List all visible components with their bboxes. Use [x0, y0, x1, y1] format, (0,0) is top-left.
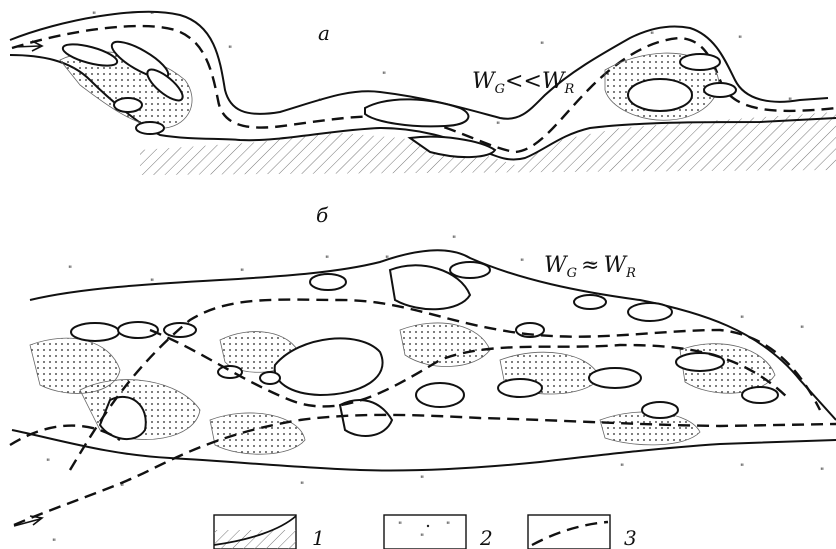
svg-text:": " [740, 315, 744, 325]
svg-text:": " [446, 521, 450, 531]
svg-text:": " [650, 31, 654, 41]
channel-dash-icon [532, 522, 608, 545]
panel-b-island-18 [340, 400, 392, 436]
panel-a-island-center [365, 99, 468, 126]
legend-item-3: 3 [528, 515, 637, 549]
panel-a-island-6 [628, 79, 692, 111]
panel-b-island-13 [498, 379, 542, 397]
panel-a-label: а [318, 21, 330, 45]
svg-text:": " [228, 45, 232, 55]
svg-text:": " [740, 463, 744, 473]
svg-text:": " [318, 98, 322, 108]
svg-text:": " [452, 235, 456, 245]
svg-text:": " [590, 261, 594, 271]
panel-a-island-5 [136, 122, 164, 134]
svg-text:": " [420, 533, 424, 543]
svg-text:": " [300, 481, 304, 491]
panel-b-island-20 [260, 372, 280, 384]
svg-text:": " [520, 258, 524, 268]
legend-number-3: 3 [624, 526, 637, 549]
svg-text:": " [540, 41, 544, 51]
svg-text:": " [420, 475, 424, 485]
panel-b-sand-5 [400, 323, 490, 367]
panel-b-island-14 [416, 383, 464, 407]
svg-text:": " [788, 97, 792, 107]
panel-b-label: б [316, 203, 329, 227]
panel-b-island-1 [71, 323, 119, 341]
svg-text:": " [385, 255, 389, 265]
panel-b-island-4 [310, 274, 346, 290]
panel-b-flow-arrow-icon [14, 516, 42, 526]
svg-text:": " [120, 483, 124, 493]
panel-a-island-8 [704, 83, 736, 97]
svg-text:": " [46, 458, 50, 468]
svg-text:": " [325, 255, 329, 265]
legend-item-2: " " " 2 [384, 515, 493, 549]
panel-b-island-8 [574, 295, 606, 309]
panel-a-island-4 [114, 98, 142, 112]
panel-b: б WG≈WR [10, 203, 836, 548]
panel-b-island-15 [642, 402, 678, 418]
svg-text:": " [240, 268, 244, 278]
svg-text:": " [52, 538, 56, 548]
panel-b-island-12 [589, 368, 641, 388]
panel-a-formula: WG<<WR [472, 69, 575, 97]
legend-item-1: 1 [214, 515, 325, 549]
svg-text:": " [398, 521, 402, 531]
panel-a-island-7 [680, 54, 720, 70]
legend-number-2: 2 [479, 526, 493, 549]
meadow-sand-icon: " " " [398, 521, 450, 543]
legend-number-1: 1 [312, 526, 325, 549]
svg-text:": " [68, 265, 72, 275]
svg-text:": " [738, 35, 742, 45]
svg-text:": " [620, 463, 624, 473]
panel-b-sand-4 [210, 413, 305, 454]
panel-b-island-7 [450, 262, 490, 278]
svg-text:": " [150, 11, 154, 21]
panel-b-island-9 [628, 303, 672, 321]
svg-text:": " [800, 325, 804, 335]
svg-text:": " [496, 121, 500, 131]
panel-b-island-16 [742, 387, 778, 403]
legend: 1 " " " 2 3 [214, 515, 637, 549]
svg-text:": " [382, 71, 386, 81]
panel-a: а WG<<WR " " " " " " " " " " [10, 11, 836, 175]
svg-text:": " [92, 11, 96, 21]
svg-text:": " [150, 278, 154, 288]
svg-text:": " [820, 467, 824, 477]
